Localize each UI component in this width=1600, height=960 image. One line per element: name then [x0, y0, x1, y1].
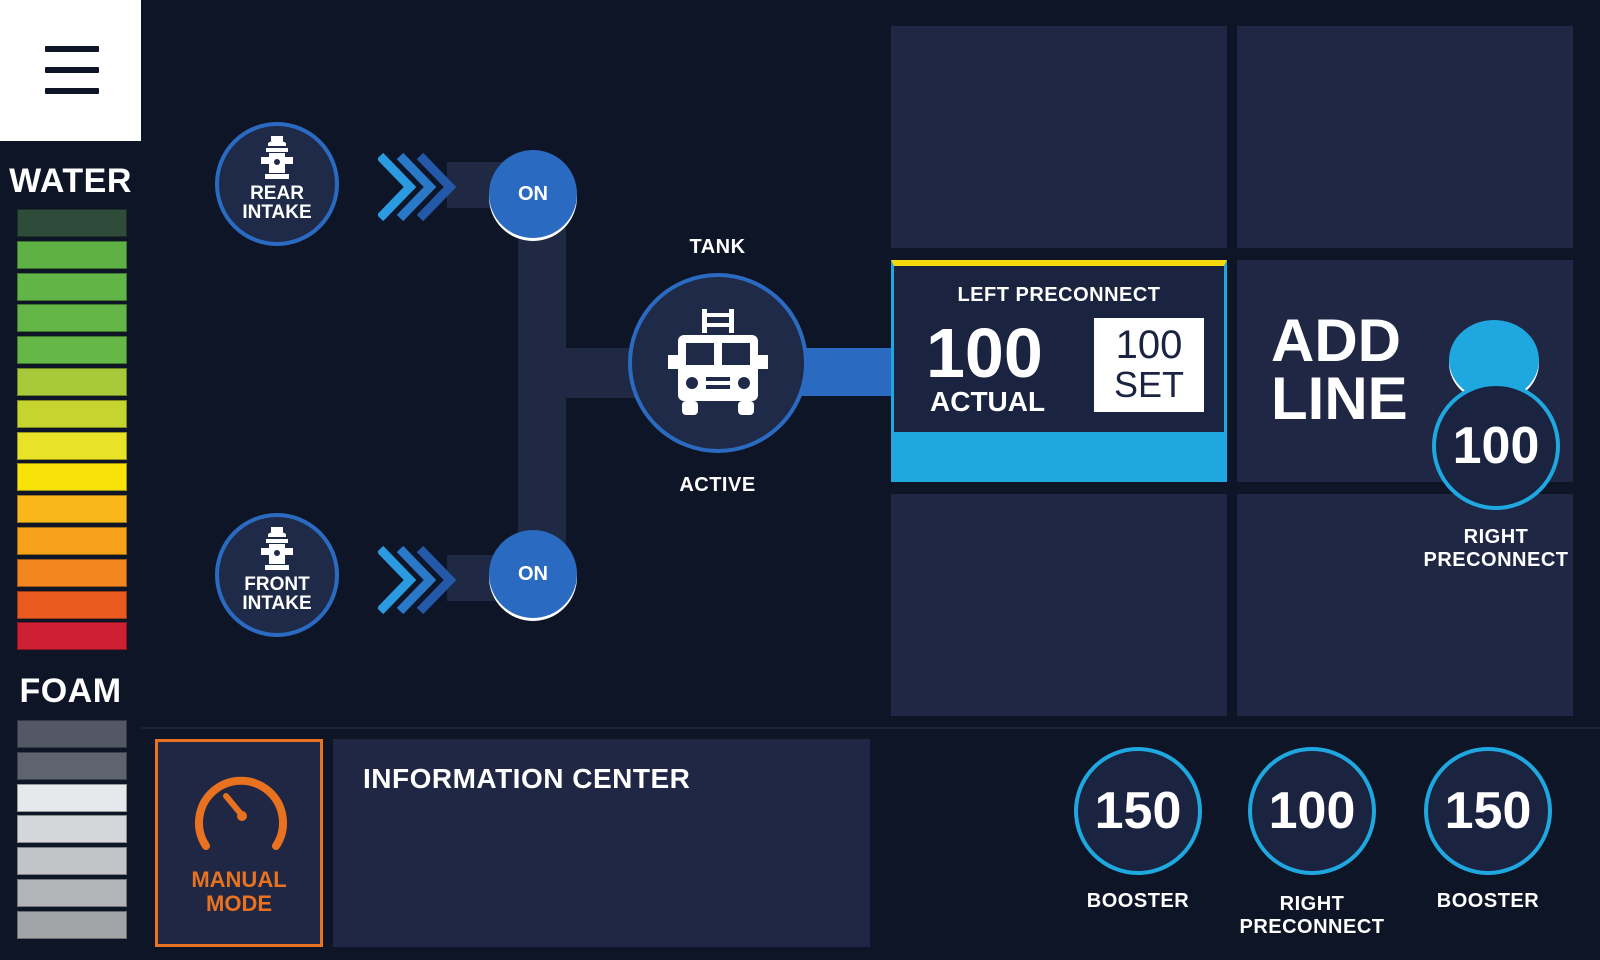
foam-level-segment — [17, 751, 127, 780]
water-level-segment — [17, 558, 127, 587]
rear-intake-button[interactable]: REAR INTAKE — [215, 122, 339, 246]
fire-truck-icon — [668, 309, 768, 415]
left-preconnect-set-label: SET — [1113, 364, 1184, 405]
speedometer-icon — [195, 776, 287, 850]
tank-title: TANK — [689, 236, 746, 258]
manual-mode-button[interactable]: MANUAL MODE — [155, 739, 323, 947]
left-preconnect-set-value: 100 — [1115, 323, 1183, 367]
discharge-tile-empty[interactable] — [891, 494, 1227, 716]
water-level-segment — [17, 209, 127, 237]
left-preconnect-set-box[interactable]: 100 SET — [1094, 318, 1204, 412]
front-intake-label-line1: FRONT — [244, 574, 310, 595]
discharge-tile-empty[interactable] — [1237, 26, 1573, 248]
right-preconnect-gauge-bottom[interactable]: 100 — [1248, 747, 1376, 875]
rear-intake-label-line1: REAR — [250, 183, 304, 204]
discharge-pipe — [800, 348, 895, 396]
water-title: WATER — [9, 162, 132, 200]
water-level-gauge — [17, 209, 127, 654]
booster-gauge-left[interactable]: 150 — [1074, 747, 1202, 875]
left-preconnect-actual-value: 100 — [926, 314, 1043, 392]
foam-level-segment — [17, 847, 127, 876]
foam-level-segment — [17, 783, 127, 812]
booster-gauge-right[interactable]: 150 — [1424, 747, 1552, 875]
tank-status: ACTIVE — [679, 474, 756, 496]
right-preconnect-caption-line2: PRECONNECT — [1423, 549, 1569, 571]
front-intake-on-button[interactable]: ON — [489, 530, 577, 618]
front-intake-label: FRONT INTAKE — [242, 575, 311, 613]
foam-title: FOAM — [19, 672, 122, 710]
water-level-segment — [17, 336, 127, 365]
add-line-label: ADD LINE — [1271, 307, 1408, 432]
manual-mode-label: MANUAL MODE — [158, 868, 320, 916]
right-preconnect-caption-line1: RIGHT — [1463, 526, 1529, 548]
sidebar: WATER FOAM — [0, 0, 141, 960]
rear-intake-label: REAR INTAKE — [242, 184, 311, 222]
hamburger-menu-button[interactable] — [0, 0, 141, 141]
water-level-segment — [17, 240, 127, 269]
right-preconnect-gauge[interactable]: 100 — [1432, 382, 1560, 510]
booster-caption-right: BOOSTER — [1404, 890, 1572, 913]
menu-icon — [45, 46, 99, 52]
booster-caption-left: BOOSTER — [1054, 890, 1222, 913]
add-line-label-line1: ADD — [1271, 307, 1401, 374]
water-level-segment — [17, 399, 127, 428]
foam-level-segment — [17, 815, 127, 844]
water-level-segment — [17, 463, 127, 492]
water-level-segment — [17, 367, 127, 396]
right-preconnect-caption-bottom: RIGHT PRECONNECT — [1228, 893, 1396, 939]
water-level-segment — [17, 272, 127, 301]
discharge-tile-empty[interactable] — [891, 26, 1227, 248]
bottom-divider — [141, 727, 1600, 729]
right-preconnect-caption-bottom-line2: PRECONNECT — [1239, 916, 1385, 938]
manual-mode-label-line1: MANUAL — [191, 867, 287, 892]
left-preconnect-title: LEFT PRECONNECT — [957, 284, 1161, 306]
discharge-tile-empty[interactable] — [1237, 494, 1573, 716]
front-intake-button[interactable]: FRONT INTAKE — [215, 513, 339, 637]
foam-level-segment — [17, 910, 127, 939]
information-center-title: INFORMATION CENTER — [363, 763, 691, 794]
left-preconnect-tile[interactable]: LEFT PRECONNECT 100 ACTUAL 100 SET — [891, 260, 1227, 482]
tank-button[interactable] — [628, 273, 808, 453]
front-flow-chevrons-icon — [378, 545, 457, 615]
right-preconnect-caption-bottom-line1: RIGHT — [1279, 893, 1345, 915]
front-intake-label-line2: INTAKE — [242, 593, 312, 614]
booster-caption-left-line1: BOOSTER — [1086, 890, 1190, 912]
water-level-segment — [17, 526, 127, 555]
tank-feed-pipe — [540, 348, 640, 398]
hydrant-icon — [261, 136, 293, 179]
water-level-segment — [17, 495, 127, 524]
left-preconnect-panel: LEFT PRECONNECT 100 ACTUAL 100 SET — [891, 260, 1227, 435]
menu-icon-bar — [45, 88, 99, 94]
water-level-segment — [17, 622, 127, 651]
hydrant-icon — [261, 527, 293, 570]
rear-intake-on-button[interactable]: ON — [489, 150, 577, 238]
menu-icon-bar — [45, 67, 99, 73]
rear-intake-label-line2: INTAKE — [242, 202, 312, 223]
booster-caption-right-line1: BOOSTER — [1436, 890, 1540, 912]
add-line-label-line2: LINE — [1271, 365, 1408, 432]
manual-mode-label-line2: MODE — [206, 891, 272, 916]
foam-level-gauge — [17, 720, 127, 943]
water-level-segment — [17, 590, 127, 619]
water-level-segment — [17, 304, 127, 333]
foam-level-segment — [17, 720, 127, 748]
information-center-panel: INFORMATION CENTER — [333, 739, 870, 947]
right-preconnect-caption: RIGHT PRECONNECT — [1412, 526, 1580, 572]
foam-level-segment — [17, 878, 127, 907]
rear-flow-chevrons-icon — [378, 152, 457, 222]
left-preconnect-actual-label: ACTUAL — [930, 386, 1046, 417]
water-level-segment — [17, 431, 127, 460]
